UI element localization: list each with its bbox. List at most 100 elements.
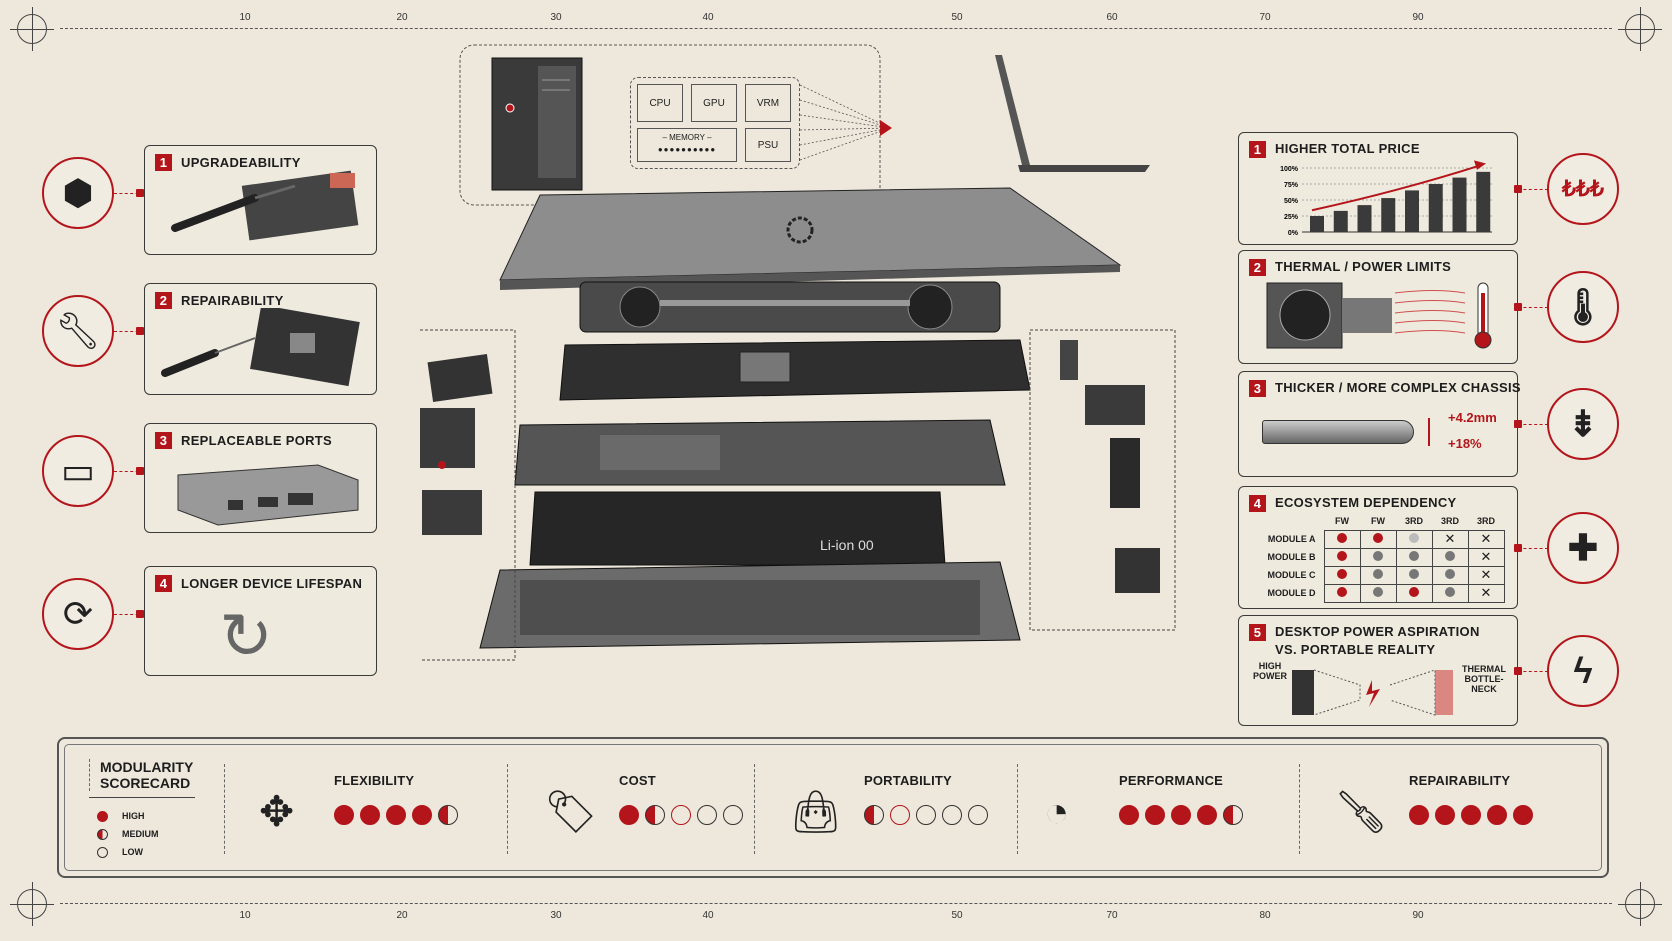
cycle-icon: ⟳ <box>62 593 94 634</box>
eco-cell: ✕ <box>1467 583 1505 603</box>
bottom-ruler <box>60 903 1612 904</box>
card-number: 4 <box>155 575 172 592</box>
ruler-tick-label: 30 <box>550 910 562 921</box>
crosshair-icon <box>1618 7 1662 51</box>
lightning-badge: ϟ <box>1547 634 1619 707</box>
score-dot <box>1197 805 1217 825</box>
ruler-tick-label: 40 <box>702 910 714 921</box>
score-dot <box>360 805 380 825</box>
price-bar <box>1357 205 1372 232</box>
eco-row-label: MODULE A <box>1267 534 1316 544</box>
eco-column-header: 3RD <box>1404 515 1423 526</box>
score-dot <box>916 805 936 825</box>
price-bar <box>1428 184 1443 232</box>
connector-node <box>1514 184 1522 193</box>
y-tick-label: 25% <box>1284 214 1299 221</box>
power-bottleneck-illustration <box>1292 669 1453 716</box>
eco-cell <box>1323 565 1361 585</box>
exploded-laptop-illustration: Li-ion 00 <box>420 44 1176 661</box>
score-dot <box>1171 805 1191 825</box>
eco-cell <box>1431 583 1469 603</box>
eco-column-header: 3RD <box>1476 515 1495 526</box>
legend-label: MEDIUM <box>122 829 159 839</box>
eco-cell <box>1323 583 1361 603</box>
score-dot <box>334 805 354 825</box>
status-dot <box>1337 551 1347 561</box>
eco-cell: ✕ <box>1467 565 1505 585</box>
eco-column-header: 3RD <box>1440 515 1459 526</box>
card-title-wrap: HIGHER TOTAL PRICE <box>1275 141 1420 156</box>
status-dot <box>1373 587 1383 597</box>
modules-icon: ⬢ <box>62 172 94 213</box>
cross-icon: ✕ <box>1480 585 1492 600</box>
crosshair-icon <box>10 882 54 926</box>
ruler-tick-label: 40 <box>702 12 714 23</box>
section-divider <box>754 764 755 854</box>
ruler-tick-label: 10 <box>239 910 251 921</box>
thermal-bottleneck-label: THERMAL BOTTLE-NECK <box>1462 664 1506 694</box>
trend-arrow-head <box>1474 160 1486 170</box>
metric-label: PORTABILITY <box>864 773 952 788</box>
card-title-wrap: THICKER / MORE COMPLEX CHASSIS <box>1275 380 1521 395</box>
card-title-text-line2: VS. PORTABLE REALITY <box>1275 642 1436 657</box>
card-title-text: DESKTOP POWER ASPIRATION <box>1275 624 1480 639</box>
eco-cell <box>1359 547 1397 567</box>
status-dot <box>1337 569 1347 579</box>
eco-row-label: MODULE D <box>1267 588 1316 598</box>
connector-node <box>1514 666 1522 675</box>
y-tick-label: 100% <box>1280 166 1299 173</box>
price-bar-chart: 0%25%50%75%100% <box>1280 160 1492 237</box>
currency-icon: ₺₺₺ <box>1562 175 1604 201</box>
card-number: 2 <box>1249 259 1266 276</box>
status-dot <box>1409 569 1419 579</box>
cpu-block: CPU <box>637 84 683 122</box>
price-bar <box>1381 198 1396 232</box>
eco-row-label: MODULE C <box>1267 570 1316 580</box>
thickness-percent: +18% <box>1448 436 1482 451</box>
score-dot <box>412 805 432 825</box>
metric-label: PERFORMANCE <box>1119 773 1224 788</box>
card-title-text: LONGER DEVICE LIFESPAN <box>181 576 363 591</box>
legend-label: LOW <box>122 847 143 857</box>
memory-block: – MEMORY –●●●●●●●●●● <box>637 128 737 162</box>
lightning-icon: ϟ <box>1573 649 1593 691</box>
thermometer-icon: 🌡︎ <box>1560 286 1606 327</box>
card-number: 1 <box>1249 141 1266 158</box>
eco-cell: ✕ <box>1431 529 1469 549</box>
score-dot <box>1513 805 1533 825</box>
status-dot <box>1337 533 1347 543</box>
status-dot <box>1373 551 1383 561</box>
status-dot <box>1373 569 1383 579</box>
screwdriver-icon: 🪛︎ <box>1334 788 1388 835</box>
score-dot <box>645 805 665 825</box>
connector-node <box>1514 303 1522 311</box>
card-title: 1 UPGRADEABILITY <box>155 154 301 171</box>
card-title-text: THICKER / MORE COMPLEX CHASSIS <box>1275 380 1521 395</box>
score-dot <box>1145 805 1165 825</box>
score-dot <box>386 805 406 825</box>
eco-cell <box>1431 547 1469 567</box>
eco-cell <box>1359 583 1397 603</box>
thermal-illustration <box>1266 282 1492 349</box>
legend-item: MEDIUM <box>97 825 159 843</box>
score-dot <box>890 805 910 825</box>
ruler-tick-label: 50 <box>951 12 963 23</box>
card-number: 1 <box>155 154 172 171</box>
card-title-text: UPGRADEABILITY <box>181 155 301 170</box>
card-number: 3 <box>155 432 172 449</box>
eco-cell <box>1323 529 1361 549</box>
gauge-icon: ◔ <box>1044 788 1070 835</box>
price-bar <box>1310 216 1324 232</box>
puzzle-icon: ✚ <box>1567 526 1599 568</box>
usb-port-badge: ▭ <box>42 435 114 507</box>
legend-full-dot <box>97 810 108 822</box>
card-number: 5 <box>1249 624 1266 641</box>
trend-arrow <box>1311 163 1483 212</box>
score-dot <box>942 805 962 825</box>
system-block-diagram: CPU GPU VRM – MEMORY –●●●●●●●●●● PSU <box>630 77 800 169</box>
connector-line <box>1518 547 1548 549</box>
